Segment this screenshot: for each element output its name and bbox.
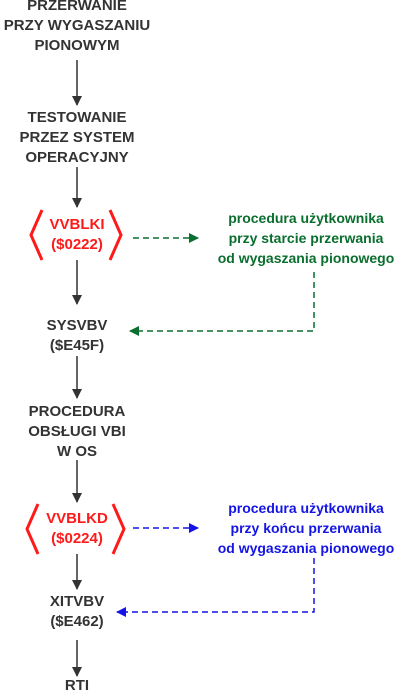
blue-return-path xyxy=(116,558,315,617)
note-start-procedure: procedura użytkownika przy starcie przer… xyxy=(217,210,395,266)
green-return-path xyxy=(129,272,315,336)
vvblkd-left-bracket xyxy=(25,503,40,555)
note-end-procedure: procedura użytkownika przy końcu przerwa… xyxy=(217,500,395,556)
node-vvblkd: VVBLKD ($0224) xyxy=(46,510,108,547)
node-interrupt: PRZERWANIE PRZY WYGASZANIU PIONOWYM xyxy=(3,0,151,54)
node-vvblki: VVBLKI ($0222) xyxy=(49,216,105,253)
node-sysvbv: SYSVBV ($E45F) xyxy=(46,317,108,354)
vvblki-right-bracket xyxy=(108,209,123,261)
vvblkd-right-bracket xyxy=(111,503,126,555)
node-xitvbv: XITVBV ($E462) xyxy=(49,593,105,630)
node-rti: RTI xyxy=(64,677,90,694)
node-os-test: TESTOWANIE PRZEZ SYSTEM OPERACYJNY xyxy=(19,109,135,166)
node-vbi-proc: PROCEDURA OBSŁUGI VBI W OS xyxy=(28,403,126,460)
vvblki-left-bracket xyxy=(29,209,44,261)
